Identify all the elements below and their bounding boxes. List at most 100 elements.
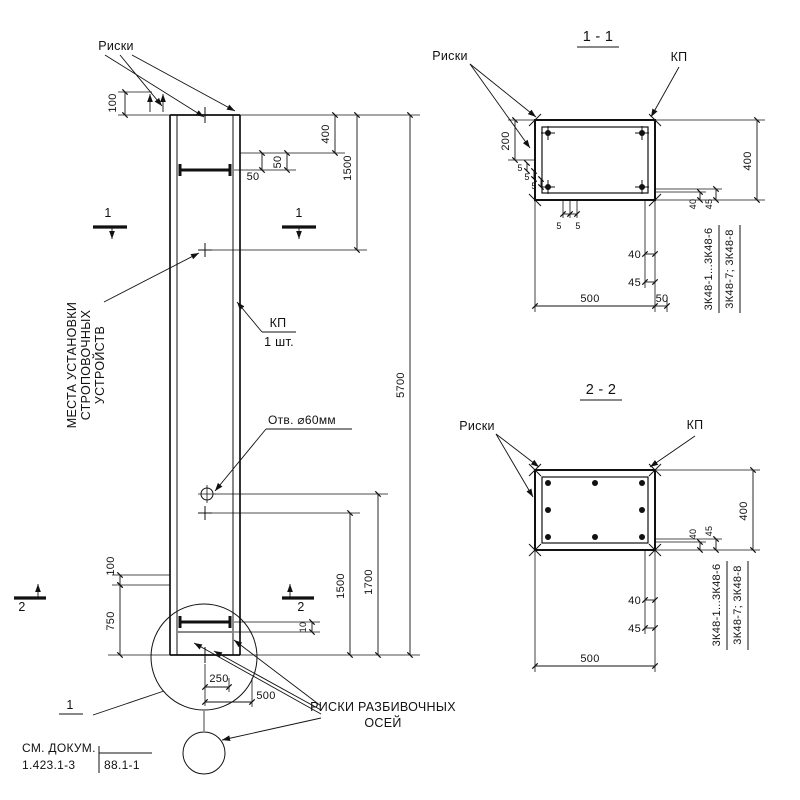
kp-label: КП xyxy=(270,316,287,330)
extension-lines xyxy=(108,91,420,707)
dim-text: 10 xyxy=(298,622,308,633)
detail-circle-small xyxy=(182,731,226,775)
dimension-1500-top: 1500 xyxy=(342,111,361,254)
column-marks-1: 3К48-1...3К48-6 xyxy=(703,228,715,311)
dimension-250: 250 xyxy=(201,673,233,691)
riski-callout-22: Риски xyxy=(459,419,540,498)
column-outline xyxy=(169,107,241,663)
dim-text: 45 xyxy=(628,623,641,635)
dim-text: 50 xyxy=(656,293,669,305)
axes-label-line2: ОСЕЙ xyxy=(364,715,401,730)
dim-text: 100 xyxy=(105,556,117,575)
dimension-50-a: 50 xyxy=(247,149,266,183)
rebar-dots xyxy=(545,480,645,540)
section-1-label: 1 xyxy=(104,206,111,220)
mark-labels-11: 3К48-1...3К48-6 3К48-7; 3К48-8 xyxy=(703,225,741,313)
detail-mark: 1 xyxy=(66,698,73,712)
column-marks-2: 3К48-7; 3К48-8 xyxy=(724,229,736,308)
stirrup xyxy=(541,476,649,544)
dim-text: 5 xyxy=(575,221,580,231)
section-1-1-title: 1 - 1 xyxy=(583,29,614,45)
riski-label: Риски xyxy=(432,49,468,63)
dim-text: 500 xyxy=(256,690,275,702)
dim-text: 5700 xyxy=(395,372,407,398)
dim-text: 400 xyxy=(742,151,754,170)
section-2-2-title: 2 - 2 xyxy=(586,382,617,398)
dimension-100-top: 100 xyxy=(107,88,129,119)
hole-label: Отв. ⌀60мм xyxy=(268,413,336,427)
kp-qty: 1 шт. xyxy=(264,335,294,349)
riski-label: Риски xyxy=(459,419,495,433)
dim-text: 1500 xyxy=(342,155,354,181)
right-dims-11: 400 40 45 xyxy=(655,116,765,210)
kp-label: КП xyxy=(687,418,704,432)
section-mark-2-left: 2 xyxy=(14,584,46,614)
cover-dims-bottom: 5 5 xyxy=(556,200,580,231)
kp-callout: КП 1 шт. xyxy=(236,301,296,349)
dim-text: 1700 xyxy=(363,569,375,595)
hole-callout: Отв. ⌀60мм xyxy=(214,413,352,492)
right-dims-22: 400 40 45 xyxy=(655,466,760,554)
dim-text: 50 xyxy=(272,156,284,169)
section-1-label: 1 xyxy=(295,206,302,220)
dimension-5700: 5700 xyxy=(395,111,414,659)
dim-text: 40 xyxy=(628,249,641,261)
dim-text: 1500 xyxy=(335,573,347,599)
section-mark-1-left: 1 xyxy=(93,206,127,239)
dimension-10: 10 xyxy=(298,618,316,636)
dim-text: 50 xyxy=(247,171,260,183)
column-marks-1: 3К48-1...3К48-6 xyxy=(711,564,723,647)
riski-label-top: Риски xyxy=(98,39,236,118)
section-1-1: 1 - 1 Риски КП 200 5 xyxy=(432,29,765,313)
cross-mark-bottom xyxy=(198,506,212,520)
dim-text: 200 xyxy=(500,131,512,150)
kp-label: КП xyxy=(671,50,688,64)
dim-text: 40 xyxy=(688,199,698,210)
column-cross-section xyxy=(534,469,656,551)
section-mark-1-right: 1 xyxy=(282,206,316,239)
dim-text: 45 xyxy=(704,526,714,537)
document-reference: СМ. ДОКУМ. 1.423.1-3 88.1-1 xyxy=(22,741,152,773)
dim-text: 5 xyxy=(531,181,536,191)
riski-label: Риски xyxy=(98,39,134,53)
dim-text: 40 xyxy=(628,595,641,607)
section-2-label: 2 xyxy=(18,600,25,614)
doc-ref-series: 1.423.1-3 xyxy=(22,758,75,772)
stirrup xyxy=(541,126,649,194)
axes-label-line1: РИСКИ РАЗБИВОЧНЫХ xyxy=(310,700,456,714)
sling-device-top xyxy=(178,164,232,176)
rebar-dots xyxy=(541,126,649,194)
dim-text: 40 xyxy=(688,529,698,540)
column-marks-2: 3К48-7; 3К48-8 xyxy=(732,565,744,644)
detail-reference: 1 xyxy=(59,690,165,716)
dim-text: 5 xyxy=(556,221,561,231)
dimension-750: 750 xyxy=(105,581,124,659)
section-2-label: 2 xyxy=(297,600,304,614)
dimension-400: 400 xyxy=(320,111,339,157)
detail-circle-large xyxy=(150,603,258,711)
elevation-view: 1 1 2 2 100 xyxy=(14,39,456,775)
section-2-2: 2 - 2 Риски КП 400 40 xyxy=(459,382,760,672)
kp-callout-11: КП xyxy=(650,50,688,118)
doc-ref-issue: 88.1-1 xyxy=(104,758,140,772)
dimension-1700: 1700 xyxy=(363,490,382,659)
dimension-1500-bottom: 1500 xyxy=(335,509,354,659)
dim-text: 500 xyxy=(580,653,599,665)
dim-text: 45 xyxy=(628,277,641,289)
column-cross-section xyxy=(534,119,656,201)
bottom-dims-22: 40 45 500 xyxy=(531,550,659,672)
section-mark-2-right: 2 xyxy=(282,584,314,614)
sling-label-line2: СТРОПОВОЧНЫХ xyxy=(79,309,93,420)
riski-callout-11: Риски xyxy=(432,49,537,149)
dimension-100-bottom: 100 xyxy=(105,556,124,589)
axes-marks-callout: РИСКИ РАЗБИВОЧНЫХ ОСЕЙ xyxy=(193,639,456,742)
sling-places-label: МЕСТА УСТАНОВКИ СТРОПОВОЧНЫХ УСТРОЙСТВ xyxy=(65,252,200,428)
dim-text: 250 xyxy=(209,673,228,685)
bottom-dims-11: 40 45 500 50 xyxy=(531,200,671,312)
cross-mark-top xyxy=(198,243,212,257)
sling-label-line3: УСТРОЙСТВ xyxy=(92,326,107,404)
doc-ref-line1: СМ. ДОКУМ. xyxy=(22,741,96,755)
dim-text: 750 xyxy=(105,611,117,630)
